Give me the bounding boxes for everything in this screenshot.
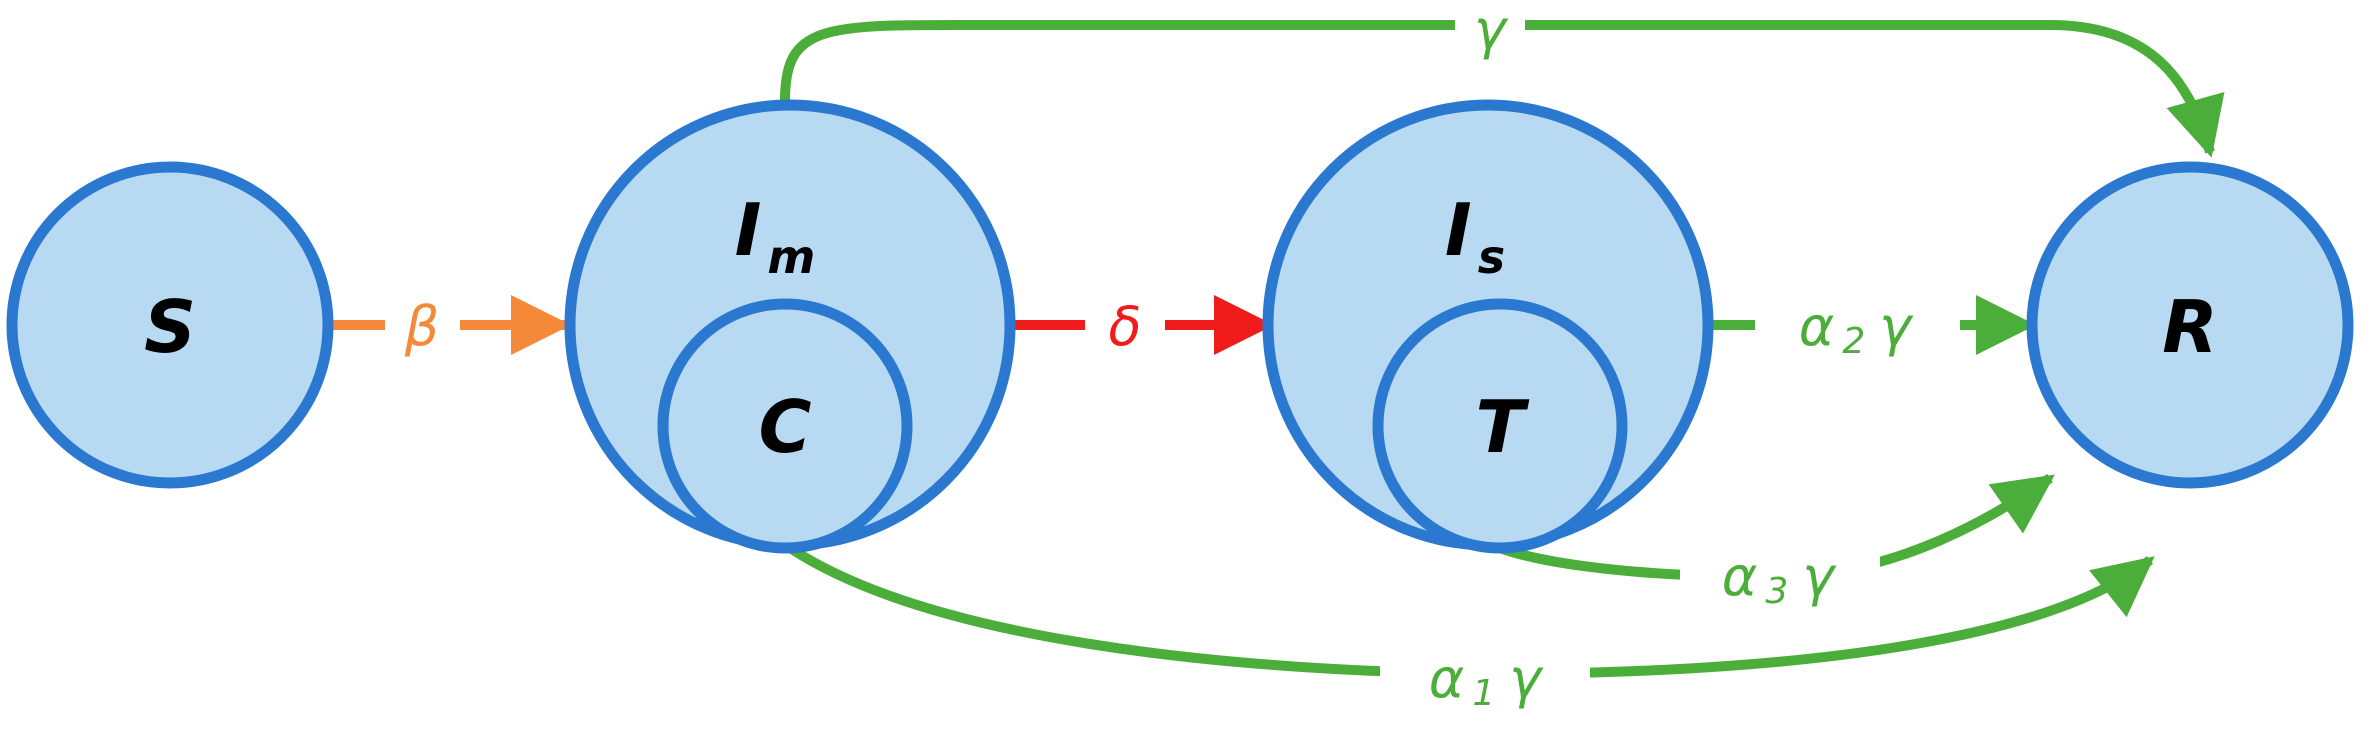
- node-r-label: R: [2162, 285, 2217, 369]
- rate-delta: δ: [1108, 295, 1141, 358]
- node-r: R: [2026, 161, 2354, 489]
- node-t: T: [1372, 298, 1628, 554]
- node-c-label: C: [759, 385, 812, 469]
- rate-beta: β: [404, 295, 439, 358]
- node-t-label: T: [1475, 385, 1529, 469]
- flow-im-to-r-gamma: [780, 19, 2225, 158]
- rate-gamma-top: γ: [1474, 0, 1509, 61]
- node-s: S: [6, 161, 334, 489]
- node-c: C: [657, 298, 913, 554]
- node-s-label: S: [144, 285, 196, 369]
